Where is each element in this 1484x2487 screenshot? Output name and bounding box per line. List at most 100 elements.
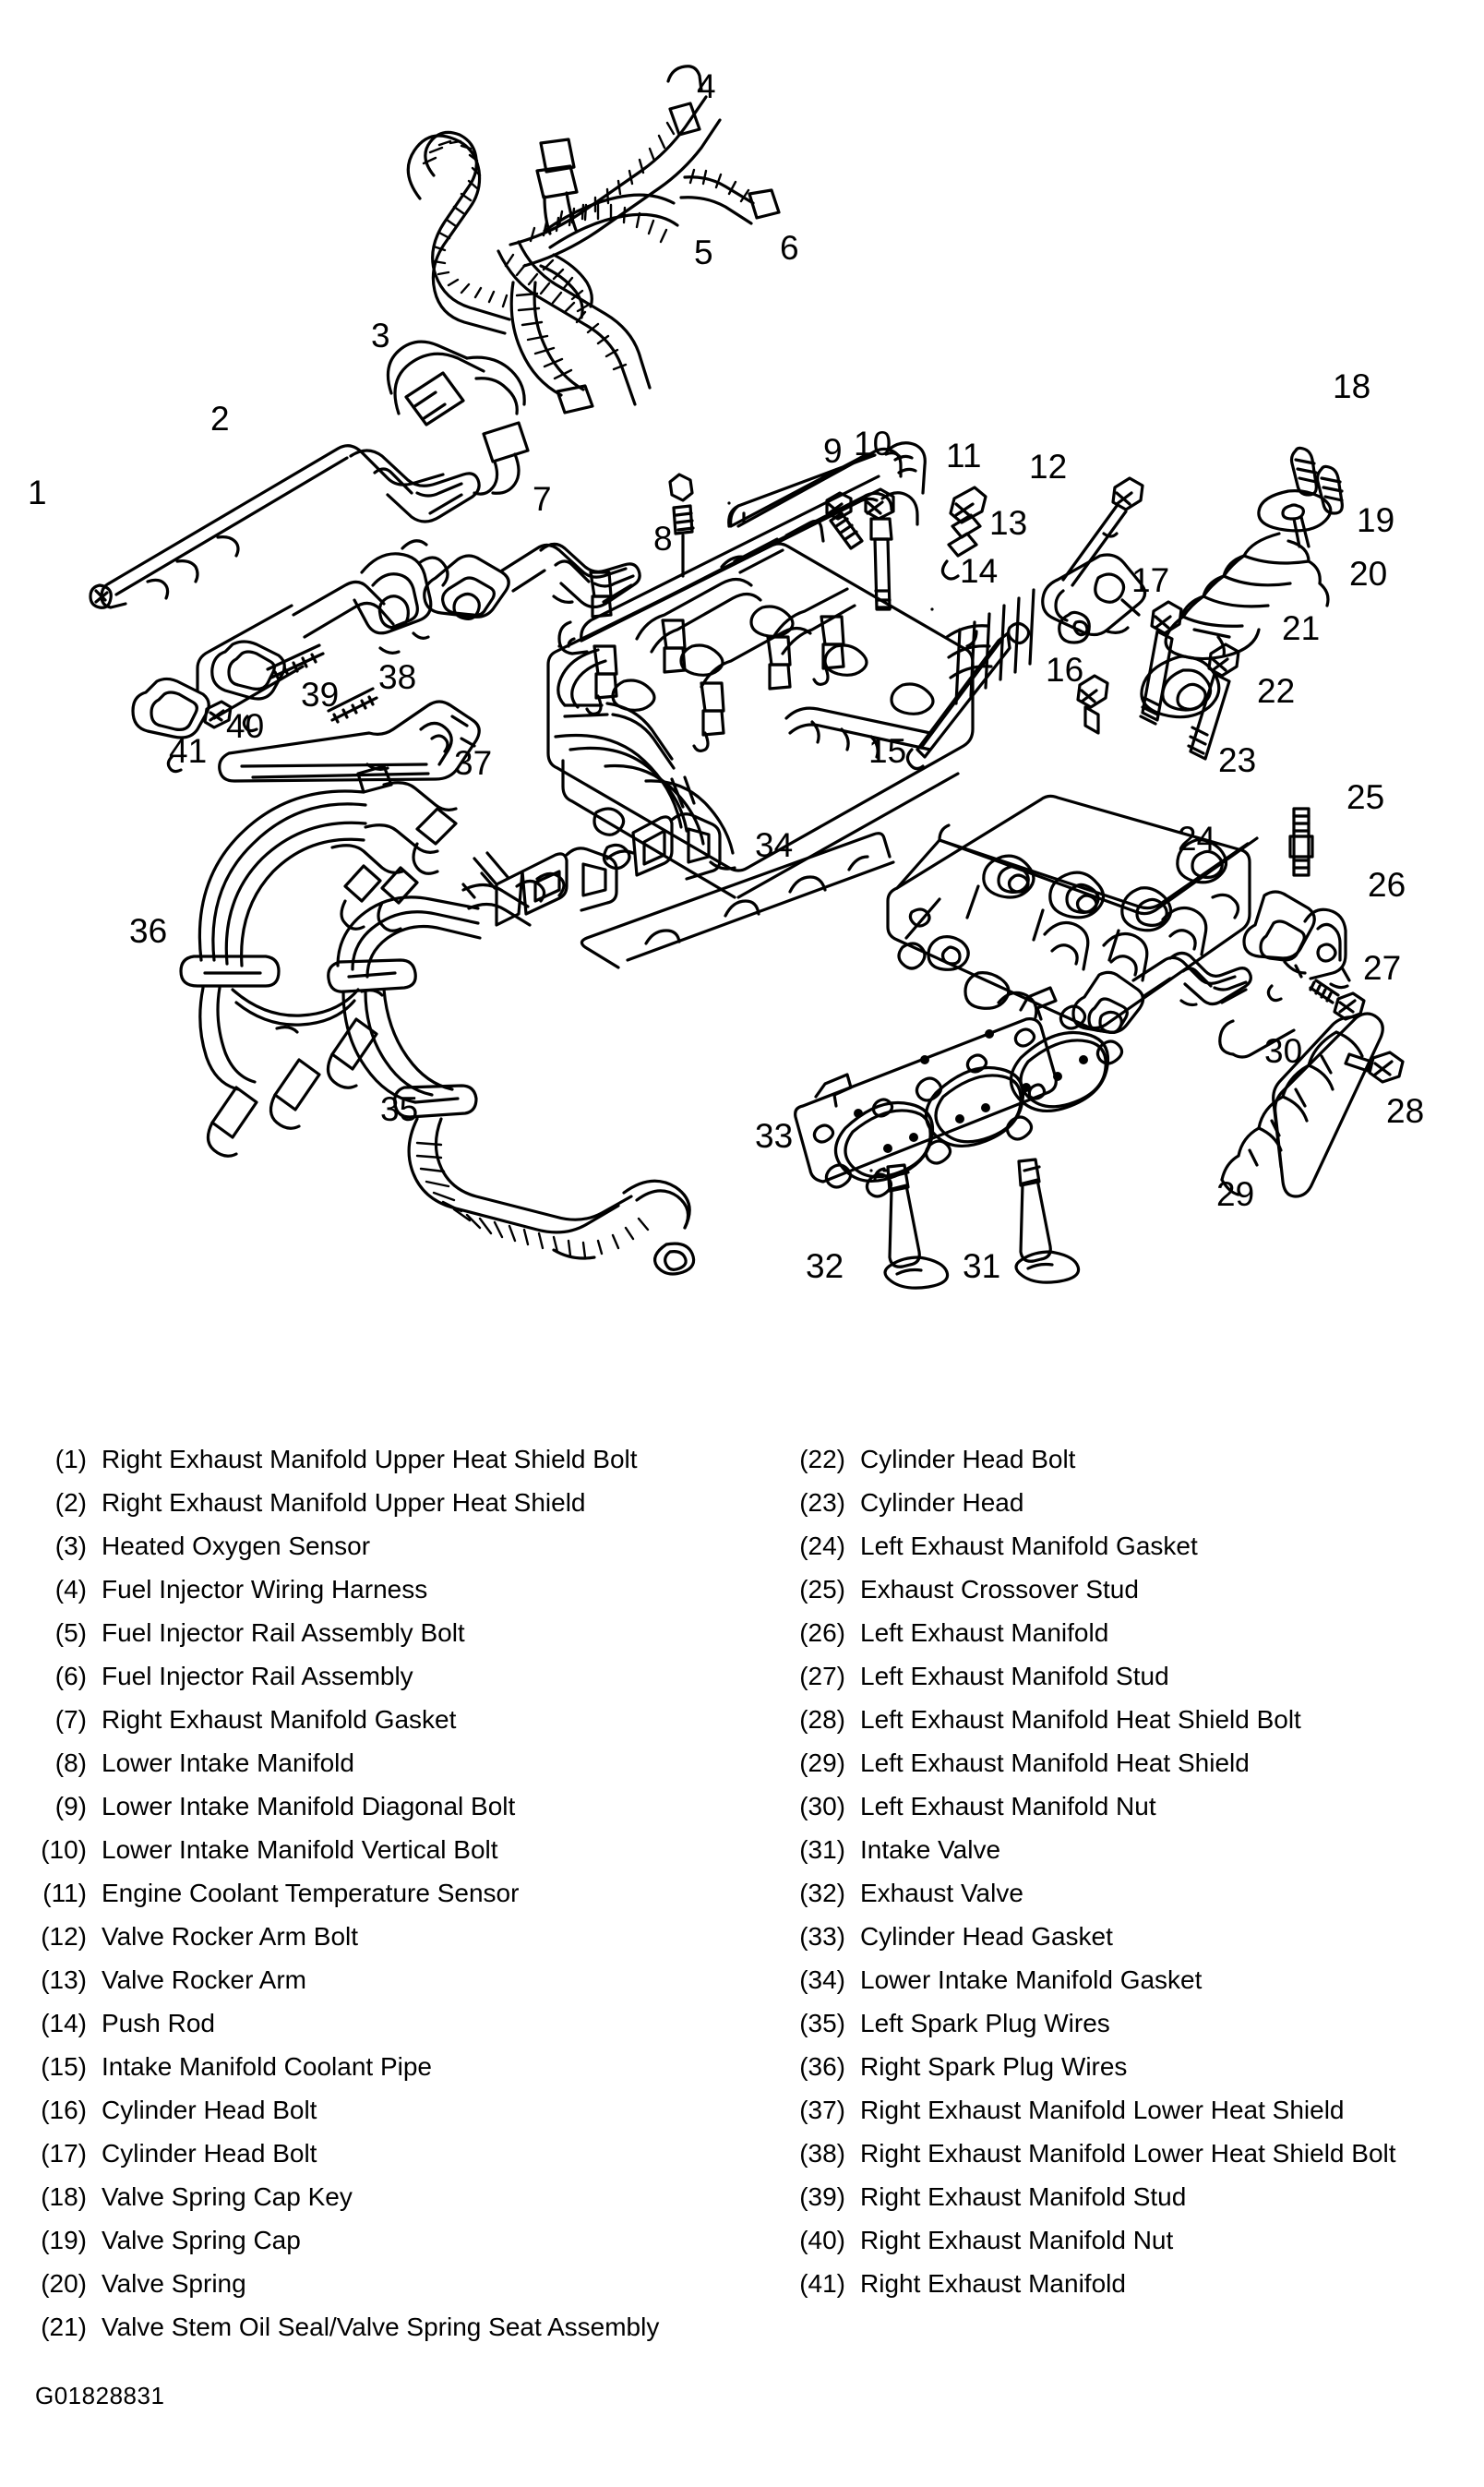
legend-item-number: (4) (54, 1575, 87, 1604)
callout-33: 33 (755, 1117, 794, 1155)
legend-item-label: Cylinder Head Bolt (860, 1445, 1076, 1473)
part-valve-rocker-arm (1041, 553, 1147, 644)
part-right-exhaust-manifold-nut (203, 700, 233, 729)
legend-item: (27)Left Exhaust Manifold Stud (794, 1657, 1477, 1696)
part-valve-stem-oil-seal-valve-spring-seat-assembly (1140, 628, 1231, 719)
callout-20: 20 (1349, 555, 1388, 593)
legend-item-number: (27) (799, 1662, 845, 1690)
callout-7: 7 (533, 480, 552, 518)
part-right-exhaust-manifold-upper-heat-shield (100, 444, 481, 609)
figure-code: G01828831 (35, 2382, 165, 2409)
legend-item-label: Push Rod (102, 2009, 215, 2037)
legend-item: (25) Exhaust Crossover Stud (794, 1570, 1477, 1609)
legend-item-number: (15) (41, 2052, 87, 2081)
part-right-exhaust-manifold-gasket (423, 542, 641, 620)
legend-item-label: Right Exhaust Manifold Upper Heat Shield (102, 1488, 586, 1517)
callout-23: 23 (1218, 741, 1257, 779)
legend-item: (35)Left Spark Plug Wires (794, 2004, 1477, 2043)
legend-item-label: Valve Stem Oil Seal/Valve Spring Seat As… (102, 2313, 660, 2341)
legend-item: (20)Valve Spring (35, 2265, 736, 2303)
part-lower-intake-manifold-gasket (473, 775, 895, 969)
legend-item-number: (24) (799, 1532, 845, 1560)
callout-25: 25 (1346, 778, 1385, 816)
legend-item-label: Right Exhaust Manifold Nut (860, 2226, 1174, 2254)
legend-item-number: (3) (54, 1532, 87, 1560)
part-left-exhaust-manifold-gasket (1071, 951, 1252, 1034)
legend-item-label: Left Spark Plug Wires (860, 2009, 1110, 2037)
legend-item-label: Cylinder Head Gasket (860, 1922, 1113, 1951)
legend-item: (30)Left Exhaust Manifold Nut (794, 1787, 1477, 1826)
part-right-exhaust-manifold-lower-heat-shield (218, 700, 481, 783)
part-valve-spring-cap (1257, 489, 1333, 548)
legend-item: (9)Lower Intake Manifold Diagonal Bolt (35, 1787, 736, 1826)
callout-28: 28 (1386, 1092, 1425, 1130)
legend-item: (34)Lower Intake Manifold Gasket (794, 1961, 1477, 2000)
legend-item-number: (37) (799, 2096, 845, 2124)
legend-item-label: Left Exhaust Manifold (860, 1618, 1109, 1647)
part-right-exhaust-manifold-lower-heat-shield-bolt (327, 687, 378, 724)
callout-5: 5 (694, 234, 713, 271)
legend-item-label: Lower Intake Manifold (102, 1748, 354, 1777)
legend-item-label: Intake Valve (860, 1835, 1001, 1864)
legend-item-number: (26) (799, 1618, 845, 1647)
callout-19: 19 (1357, 501, 1395, 539)
callout-24: 24 (1178, 820, 1216, 858)
legend-item: (1)Right Exhaust Manifold Upper Heat Shi… (35, 1440, 736, 1479)
legend-item-number: (40) (799, 2226, 845, 2254)
callout-38: 38 (378, 658, 417, 696)
legend-item-number: (8) (54, 1748, 87, 1777)
legend-item: (13)Valve Rocker Arm (35, 1961, 736, 2000)
legend-item-label: Right Exhaust Manifold Gasket (102, 1705, 457, 1734)
part-exhaust-crossover-stud (1288, 807, 1314, 877)
callout-36: 36 (129, 912, 168, 950)
legend-item-label: Cylinder Head Bolt (102, 2096, 317, 2124)
legend-item-label: Lower Intake Manifold Diagonal Bolt (102, 1792, 516, 1820)
legend-item-label: Cylinder Head (860, 1488, 1024, 1517)
legend-item: (3) Heated Oxygen Sensor (35, 1527, 736, 1566)
callout-10: 10 (854, 425, 892, 463)
legend-item: (32)Exhaust Valve (794, 1874, 1477, 1913)
callout-1: 1 (28, 474, 47, 511)
legend-item-number: (25) (799, 1575, 845, 1604)
legend-item-label: Heated Oxygen Sensor (102, 1532, 371, 1560)
callout-26: 26 (1368, 866, 1406, 904)
part-lower-intake-manifold (546, 542, 1035, 899)
legend-item: (15)Intake Manifold Coolant Pipe (35, 2048, 736, 2086)
part-fuel-injector-rail-assembly (556, 441, 927, 770)
legend-item-label: Valve Spring Cap Key (102, 2182, 353, 2211)
part-cylinder-head-gasket (794, 986, 1124, 1198)
legend-item-label: Exhaust Valve (860, 1879, 1023, 1907)
legend-item-label: Left Exhaust Manifold Heat Shield (860, 1748, 1250, 1777)
part-exhaust-valve (869, 1163, 950, 1290)
part-fuel-injector-rail-assembly-bolt (668, 473, 695, 578)
legend-item: (33)Cylinder Head Gasket (794, 1917, 1477, 1956)
legend-item-label: Valve Spring (102, 2269, 246, 2298)
callout-21: 21 (1282, 609, 1321, 647)
legend-item-label: Exhaust Crossover Stud (860, 1575, 1139, 1604)
legend-item: (24)Left Exhaust Manifold Gasket (794, 1527, 1477, 1566)
legend-item-number: (18) (41, 2182, 87, 2211)
callout-2: 2 (210, 400, 230, 438)
callout-9: 9 (823, 432, 843, 470)
legend-item-number: (39) (799, 2182, 845, 2211)
part-valve-spring-cap-key (1289, 446, 1344, 515)
legend-item-number: (28) (799, 1705, 845, 1734)
legend-item-label: Valve Rocker Arm (102, 1965, 306, 1994)
part-fuel-injector-wiring-harness (406, 65, 781, 414)
legend-item: (40) Right Exhaust Manifold Nut (794, 2221, 1477, 2260)
part-cylinder-head-bolt-16 (1076, 674, 1109, 735)
diagram-svg (89, 65, 1405, 1290)
callout-16: 16 (1046, 651, 1084, 689)
legend-item-label: Left Exhaust Manifold Heat Shield Bolt (860, 1705, 1301, 1734)
part-left-exhaust-manifold-heat-shield-bolt (1344, 1051, 1405, 1084)
legend-item-label: Engine Coolant Temperature Sensor (102, 1879, 520, 1907)
legend-item-number: (19) (41, 2226, 87, 2254)
legend-item-number: (11) (42, 1879, 87, 1907)
part-heated-oxygen-sensor (386, 340, 530, 496)
legend-item-number: (38) (799, 2139, 845, 2168)
legend-item: (5)Fuel Injector Rail Assembly Bolt (35, 1614, 736, 1652)
legend-item-label: Valve Rocker Arm Bolt (102, 1922, 359, 1951)
legend-item: (36)Right Spark Plug Wires (794, 2048, 1477, 2086)
part-cylinder-head (886, 794, 1259, 1030)
